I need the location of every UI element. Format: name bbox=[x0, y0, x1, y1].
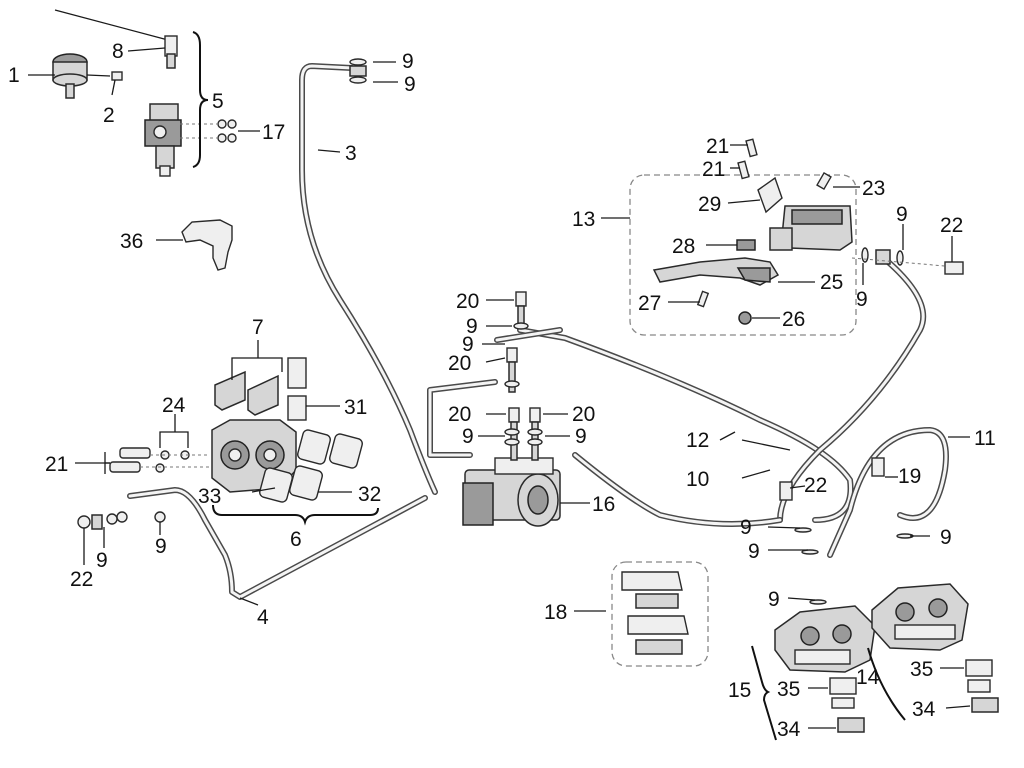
callout-9-left-2: 9 bbox=[96, 549, 108, 572]
callout-11: 11 bbox=[974, 427, 996, 450]
master-cylinder-part-5 bbox=[144, 103, 182, 177]
brake-line-12 bbox=[517, 327, 854, 523]
callout-8: 8 bbox=[112, 40, 124, 63]
hose-fitting-part-8 bbox=[164, 35, 178, 57]
nut-part-26 bbox=[738, 311, 752, 325]
callout-9-abs-4: 9 bbox=[575, 425, 587, 448]
lever-group-outline bbox=[629, 174, 857, 336]
callout-24: 24 bbox=[162, 394, 186, 417]
callout-17: 17 bbox=[262, 121, 285, 144]
pad-spring-part-35 bbox=[829, 677, 857, 695]
callout-1: 1 bbox=[8, 64, 20, 87]
pad-spring-part-31 bbox=[287, 357, 307, 389]
callout-3: 3 bbox=[345, 142, 357, 165]
screw-part-2 bbox=[111, 71, 123, 81]
callout-15: 15 bbox=[728, 679, 751, 702]
callout-10: 10 bbox=[686, 468, 709, 491]
brake-lines bbox=[127, 63, 949, 600]
abs-unit-part-16 bbox=[462, 457, 561, 527]
callout-2: 2 bbox=[103, 104, 115, 127]
callout-20-d: 20 bbox=[572, 403, 595, 426]
callout-9-right-4: 9 bbox=[768, 588, 780, 611]
brake-lever-group bbox=[652, 138, 964, 325]
callout-36: 36 bbox=[120, 230, 143, 253]
callout-9-left-1: 9 bbox=[155, 535, 167, 558]
callout-21-left: 21 bbox=[45, 453, 68, 476]
callout-6: 6 bbox=[290, 528, 302, 551]
callout-22-left: 22 bbox=[70, 568, 93, 591]
callout-27: 27 bbox=[638, 292, 661, 315]
callout-9-abs-2: 9 bbox=[462, 333, 474, 356]
callout-9-abs-3: 9 bbox=[462, 425, 474, 448]
banjo-bolt-part-22 bbox=[944, 261, 964, 275]
callout-18: 18 bbox=[544, 601, 567, 624]
front-caliper-part-14 bbox=[774, 605, 876, 673]
callout-19: 19 bbox=[898, 465, 921, 488]
callout-9-lever-1: 9 bbox=[856, 288, 868, 311]
callout-20-a: 20 bbox=[456, 290, 479, 313]
callout-4: 4 bbox=[257, 606, 269, 629]
callout-22-top: 22 bbox=[940, 214, 963, 237]
callout-9-right-3: 9 bbox=[940, 526, 952, 549]
brake-line-4 bbox=[127, 487, 428, 600]
abs-bolts-part-20 bbox=[504, 291, 543, 461]
callout-labels: 1 2 8 5 17 9 9 3 36 7 31 24 21 33 32 6 9… bbox=[8, 40, 996, 741]
callout-14: 14 bbox=[856, 666, 880, 689]
callout-9-right-2: 9 bbox=[748, 540, 760, 563]
cover-part-29 bbox=[757, 176, 783, 214]
seal-part-32 bbox=[297, 429, 331, 465]
callout-12: 12 bbox=[686, 429, 709, 452]
callout-22-right: 22 bbox=[804, 474, 827, 497]
callout-9-abs-1: 9 bbox=[466, 315, 478, 338]
callout-5: 5 bbox=[212, 90, 224, 113]
reservoir-part-1 bbox=[52, 53, 111, 99]
callout-35-b: 35 bbox=[910, 658, 933, 681]
shim-part-34 bbox=[837, 717, 865, 733]
callout-34-b: 34 bbox=[912, 698, 936, 721]
callout-31: 31 bbox=[344, 396, 367, 419]
pad-kit-part-18 bbox=[621, 571, 689, 655]
callout-28: 28 bbox=[672, 235, 695, 258]
callout-9-top-1: 9 bbox=[402, 50, 414, 73]
callout-20-b: 20 bbox=[448, 352, 471, 375]
pad-kit-outline bbox=[611, 561, 709, 667]
master-cylinder-group bbox=[52, 9, 237, 177]
front-caliper-group bbox=[109, 357, 379, 526]
bracket-part-36 bbox=[181, 219, 233, 271]
callout-33: 33 bbox=[198, 485, 221, 508]
callout-7: 7 bbox=[252, 316, 264, 339]
callout-25: 25 bbox=[820, 271, 843, 294]
callout-16: 16 bbox=[592, 493, 615, 516]
callout-9-lever-2: 9 bbox=[896, 203, 908, 226]
brake-pad-part-7 bbox=[214, 370, 246, 411]
callout-13: 13 bbox=[572, 208, 595, 231]
callout-20-c: 20 bbox=[448, 403, 471, 426]
callout-29: 29 bbox=[698, 193, 721, 216]
callout-9-right-1: 9 bbox=[740, 516, 752, 539]
callout-21-top-2: 21 bbox=[702, 158, 725, 181]
brake-line-3 bbox=[299, 63, 438, 495]
bolt-part-21 bbox=[109, 461, 141, 473]
callout-9-top-2: 9 bbox=[404, 73, 416, 96]
pivot-part-28 bbox=[736, 239, 756, 251]
callout-35-a: 35 bbox=[777, 678, 800, 701]
callout-23: 23 bbox=[862, 177, 885, 200]
callout-32: 32 bbox=[358, 483, 381, 506]
callout-26: 26 bbox=[782, 308, 805, 331]
rear-caliper-part-19 bbox=[871, 583, 969, 651]
left-banjo-fitting bbox=[77, 511, 166, 530]
callout-21-top-1: 21 bbox=[706, 135, 729, 158]
leader-lines bbox=[28, 47, 971, 729]
callout-34-a: 34 bbox=[777, 718, 801, 741]
